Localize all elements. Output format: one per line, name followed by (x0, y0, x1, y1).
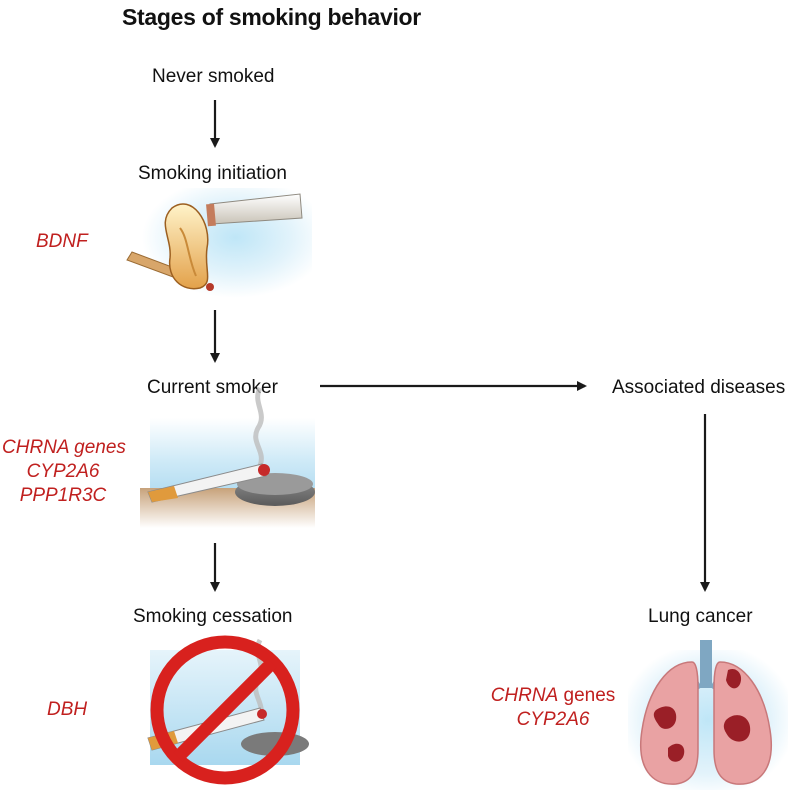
stage-smoking-initiation: Smoking initiation (138, 163, 287, 184)
cigarette-ashtray-icon (140, 386, 315, 528)
stage-current-smoker: Current smoker (147, 377, 278, 398)
gene-list-lung-cancer: CHRNA genes CYP2A6 (478, 684, 628, 732)
gene-dbh: DBH (47, 699, 88, 720)
match-cigarette-icon (126, 188, 312, 298)
stage-smoking-cessation: Smoking cessation (133, 606, 293, 627)
gene-genes-plain: genes (558, 685, 616, 706)
gene-chrna-italic: CHRNA (490, 685, 559, 706)
no-smoking-icon (147, 635, 309, 785)
stage-never-smoked: Never smoked (152, 66, 275, 87)
gene-bdnf: BDNF (36, 231, 88, 252)
gene-cyp2a6: CYP2A6 (26, 461, 100, 482)
gene-cyp2a6-lung: CYP2A6 (516, 709, 590, 730)
gene-list-current-smoker: CHRNA genes CYP2A6 PPP1R3C (2, 436, 126, 508)
stage-lung-cancer: Lung cancer (648, 606, 753, 627)
stage-associated-diseases: Associated diseases (612, 377, 786, 398)
lungs-icon (628, 640, 788, 790)
page-title: Stages of smoking behavior (122, 4, 421, 30)
gene-ppp1r3c: PPP1R3C (19, 485, 107, 506)
gene-chrna-genes-line: CHRNA genes (478, 684, 628, 708)
gene-chrna: CHRNA genes (2, 437, 126, 458)
